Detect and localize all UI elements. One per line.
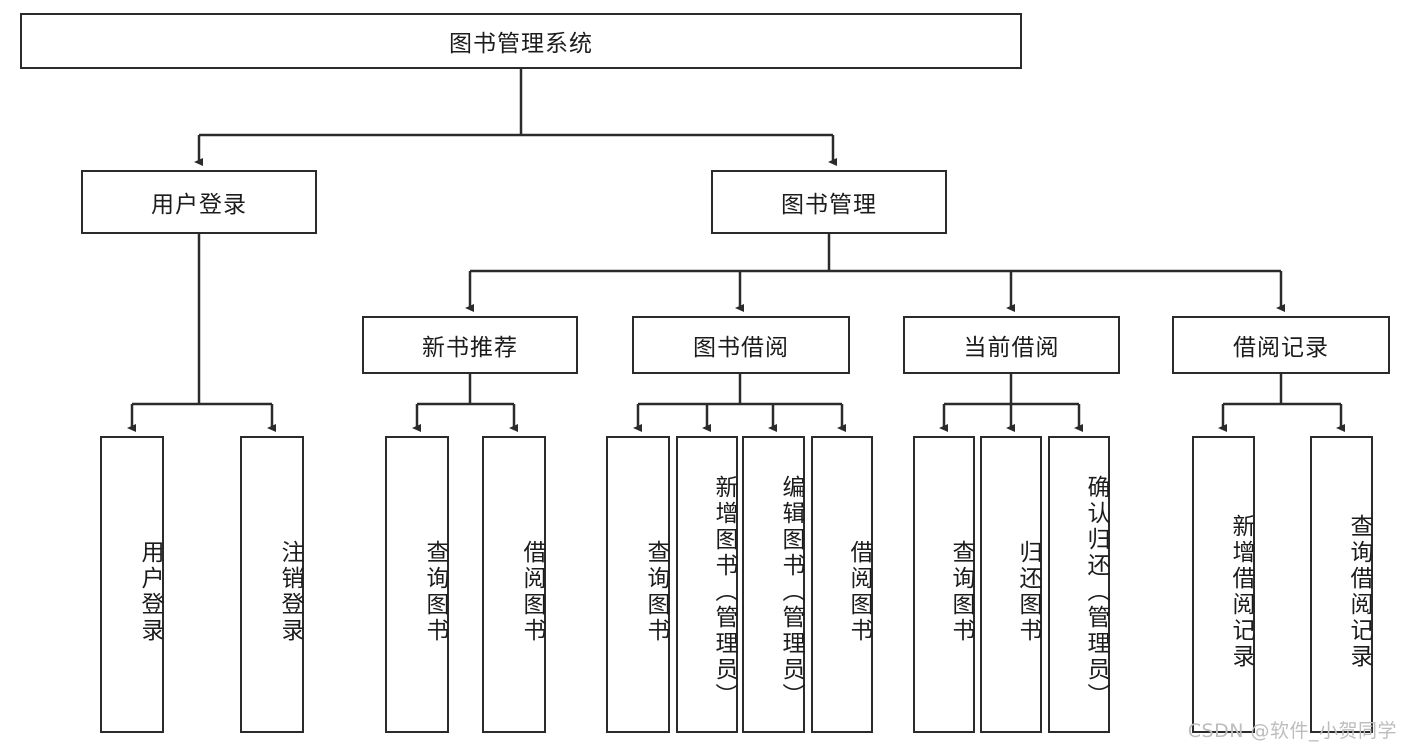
leaf-query-borrow-record[interactable]: 查询借阅记录 bbox=[1310, 436, 1373, 733]
watermark-text: CSDN @软件_小贺同学 bbox=[1187, 720, 1397, 742]
leaf-return-book[interactable]: 归还图书 bbox=[980, 436, 1042, 733]
leaf-query-book-recommend-label: 查询图书 bbox=[422, 539, 448, 644]
leaf-query-borrow-record-label: 查询借阅记录 bbox=[1346, 513, 1372, 670]
node-current-borrow[interactable]: 当前借阅 bbox=[903, 316, 1120, 374]
node-borrow-record[interactable]: 借阅记录 bbox=[1172, 316, 1390, 374]
node-book-borrow[interactable]: 图书借阅 bbox=[632, 316, 850, 374]
leaf-add-borrow-record[interactable]: 新增借阅记录 bbox=[1192, 436, 1255, 733]
leaf-user-login[interactable]: 用户登录 bbox=[100, 436, 164, 733]
leaf-query-book-recommend[interactable]: 查询图书 bbox=[385, 436, 449, 733]
node-book-management[interactable]: 图书管理 bbox=[711, 170, 947, 234]
node-current-borrow-label: 当前借阅 bbox=[963, 335, 1060, 361]
leaf-return-book-label: 归还图书 bbox=[1015, 539, 1041, 644]
leaf-add-borrow-record-label: 新增借阅记录 bbox=[1228, 513, 1254, 670]
node-borrow-record-label: 借阅记录 bbox=[1233, 335, 1329, 361]
leaf-query-book-borrow[interactable]: 查询图书 bbox=[606, 436, 670, 733]
leaf-borrow-book-label: 借阅图书 bbox=[846, 539, 872, 644]
node-root-label: 图书管理系统 bbox=[449, 31, 593, 57]
node-new-book-recommend-label: 新书推荐 bbox=[422, 335, 518, 361]
node-user-login-label: 用户登录 bbox=[151, 192, 247, 218]
leaf-confirm-return-admin-label: 确认归还（管理员） bbox=[1083, 474, 1109, 709]
node-book-borrow-label: 图书借阅 bbox=[693, 335, 789, 361]
leaf-borrow-book-recommend[interactable]: 借阅图书 bbox=[482, 436, 546, 733]
leaf-query-book-borrow-label: 查询图书 bbox=[643, 539, 669, 644]
node-new-book-recommend[interactable]: 新书推荐 bbox=[362, 316, 578, 374]
leaf-confirm-return-admin[interactable]: 确认归还（管理员） bbox=[1048, 436, 1110, 733]
node-user-login[interactable]: 用户登录 bbox=[81, 170, 317, 234]
leaf-add-book-admin-label: 新增图书（管理员） bbox=[711, 474, 737, 709]
leaf-add-book-admin[interactable]: 新增图书（管理员） bbox=[676, 436, 738, 733]
leaf-query-book-current[interactable]: 查询图书 bbox=[913, 436, 975, 733]
leaf-user-login-label: 用户登录 bbox=[137, 539, 163, 644]
leaf-edit-book-admin-label: 编辑图书（管理员） bbox=[778, 474, 804, 709]
leaf-query-book-current-label: 查询图书 bbox=[948, 539, 974, 644]
leaf-logout-label: 注销登录 bbox=[277, 539, 303, 644]
leaf-borrow-book-recommend-label: 借阅图书 bbox=[519, 539, 545, 644]
leaf-borrow-book[interactable]: 借阅图书 bbox=[811, 436, 873, 733]
leaf-edit-book-admin[interactable]: 编辑图书（管理员） bbox=[742, 436, 805, 733]
leaf-logout[interactable]: 注销登录 bbox=[240, 436, 304, 733]
node-book-management-label: 图书管理 bbox=[781, 192, 877, 218]
node-root[interactable]: 图书管理系统 bbox=[20, 13, 1022, 69]
